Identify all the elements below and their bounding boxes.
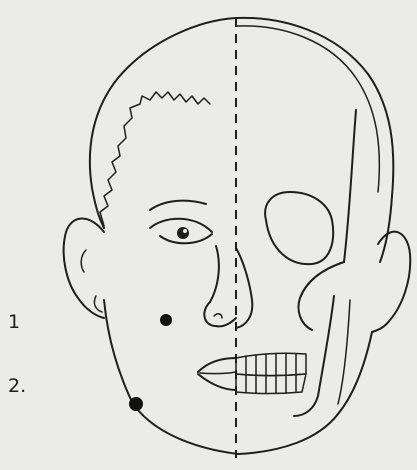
point-1-dot (160, 314, 172, 326)
point-2-dot (129, 397, 143, 411)
eye-highlight (183, 229, 187, 233)
marker-label-2: 2. (8, 375, 26, 397)
marker-label-1: 1 (8, 311, 20, 333)
eye-pupil (177, 227, 189, 239)
